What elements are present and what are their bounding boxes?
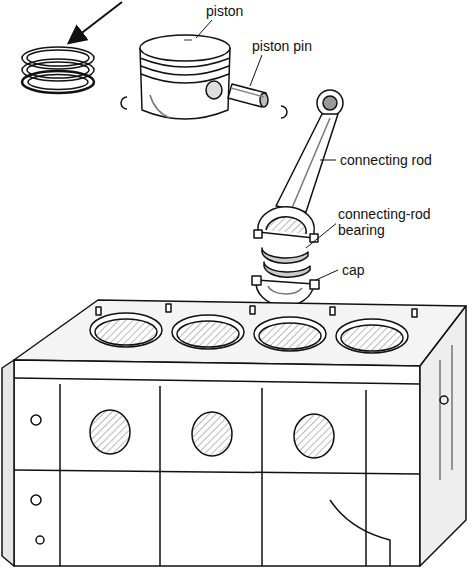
piston-pin [228,84,268,107]
piston-rings [22,2,122,93]
part-label: piston pin [250,38,314,54]
connecting-rod-cap [252,276,319,306]
engine-block [2,300,466,566]
connecting-rod [254,90,343,242]
circlip [281,106,287,118]
bearing-shells [262,248,310,277]
piston [140,35,230,119]
circlip [121,97,127,109]
part-label: piston [204,3,245,19]
part-label: connecting rod [338,152,434,168]
part-label: connecting-rod bearing [336,206,470,238]
leader-lines [196,20,338,280]
part-label: cap [340,262,367,278]
